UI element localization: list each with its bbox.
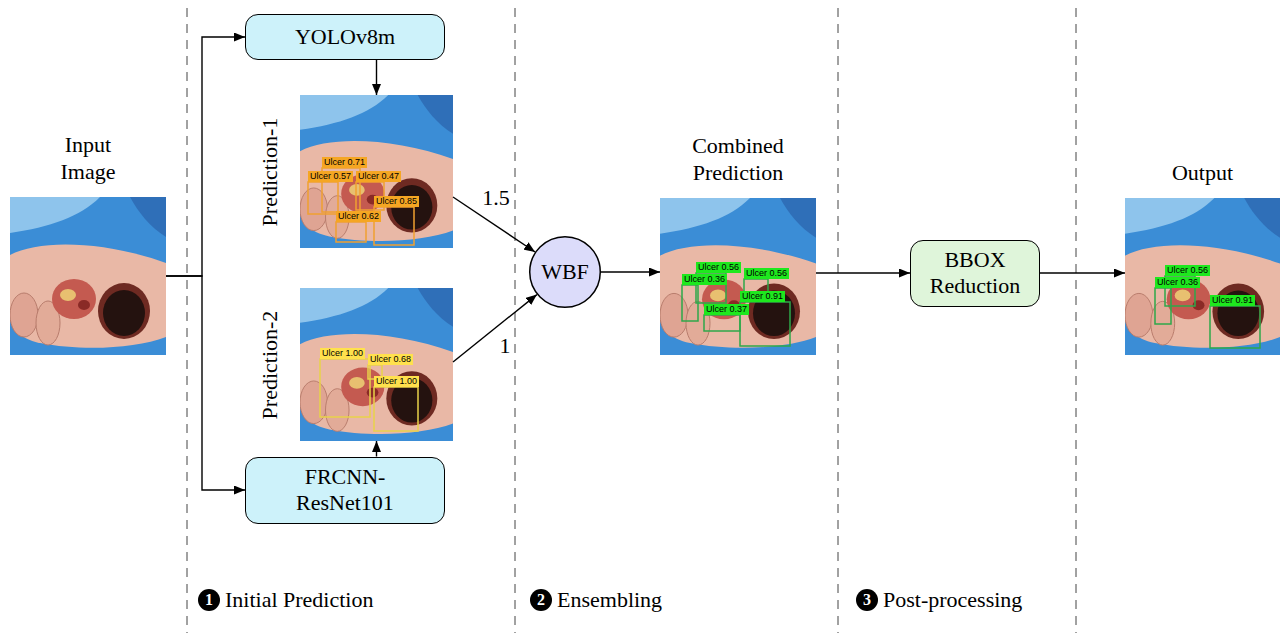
fusion-circle: WBF: [529, 236, 601, 308]
node-label: BBOX Reduction: [922, 247, 1028, 300]
divider: [1076, 8, 1077, 633]
input-image: Input Image: [10, 197, 166, 355]
divider: [187, 8, 188, 633]
section-label: Post-processing: [883, 587, 1022, 613]
image-heading: Output: [1143, 160, 1263, 186]
model-box: YOLOv8m: [245, 14, 445, 60]
node-label: WBF: [541, 259, 589, 285]
prediction-image: Prediction-1Ulcer 0.71Ulcer 0.57Ulcer 0.…: [300, 95, 453, 248]
prediction-image: Prediction-2Ulcer 1.00Ulcer 0.68Ulcer 1.…: [300, 288, 453, 441]
edge-weight: 1: [497, 334, 512, 358]
bbox: [308, 182, 338, 214]
circle-shape: [530, 237, 601, 308]
section-label: Initial Prediction: [225, 587, 373, 613]
detection-tag: Ulcer 0.36: [682, 274, 727, 285]
bbox-group: [320, 359, 418, 431]
foot-photo: [10, 197, 166, 355]
foot-photo: [300, 288, 453, 441]
divider: [838, 8, 839, 633]
node-label: YOLOv8m: [295, 24, 395, 50]
process-box: BBOX Reduction: [910, 240, 1040, 307]
bbox: [320, 359, 370, 417]
detection-tag: Ulcer 0.56: [696, 262, 741, 273]
flow-arrow: [453, 295, 537, 362]
model-box: FRCNN-ResNet101: [245, 457, 445, 524]
flow-arrow: [601, 271, 660, 272]
step-number: 3: [856, 589, 878, 611]
detection-tag: Ulcer 0.68: [368, 354, 413, 365]
bbox: [374, 387, 418, 431]
combined-image: Combined PredictionUlcer 0.56Ulcer 0.56U…: [660, 198, 816, 355]
bbox: [336, 222, 366, 242]
detection-tag: Ulcer 0.62: [336, 211, 381, 222]
bbox: [1210, 306, 1260, 348]
detection-tag: Ulcer 0.57: [308, 171, 353, 182]
bbox: [682, 285, 698, 321]
detection-tag: Ulcer 0.56: [1165, 265, 1210, 276]
detection-tag: Ulcer 0.56: [744, 268, 789, 279]
foot-photo: [300, 95, 453, 248]
detection-tag: Ulcer 0.36: [1155, 277, 1200, 288]
detection-tag: Ulcer 0.37: [704, 304, 749, 315]
image-heading: Prediction-1: [257, 117, 283, 226]
step-number: 2: [530, 589, 552, 611]
flow-arrow: [1040, 272, 1125, 273]
flow-arrow: [816, 272, 910, 273]
foot-photo: [660, 198, 816, 355]
bbox: [1155, 288, 1171, 324]
section-dividers: [187, 8, 1076, 633]
detection-tag: Ulcer 1.00: [374, 376, 419, 387]
divider: [515, 8, 516, 633]
flow-arrow: [376, 60, 377, 95]
foot-photo: [1125, 198, 1280, 355]
section-label: Ensembling: [557, 587, 662, 613]
flow-arrow: [166, 276, 245, 490]
flow-arrow: [166, 37, 245, 276]
detection-tag: Ulcer 1.00: [320, 348, 365, 359]
step-number: 1: [198, 589, 220, 611]
edge-weight: 1.5: [480, 186, 512, 210]
detection-tag: Ulcer 0.91: [1210, 295, 1255, 306]
detection-tag: Ulcer 0.85: [374, 196, 419, 207]
detection-tag: Ulcer 0.71: [322, 157, 367, 168]
image-heading: Combined Prediction: [668, 133, 808, 186]
bbox: [704, 315, 740, 331]
detection-tag: Ulcer 0.91: [740, 291, 785, 302]
image-heading: Input Image: [38, 132, 138, 185]
node-label: FRCNN-ResNet101: [257, 464, 433, 517]
detection-tag: Ulcer 0.47: [356, 171, 401, 182]
image-heading: Prediction-2: [257, 310, 283, 419]
flow-arrow: [376, 441, 377, 457]
output-image: OutputUlcer 0.56Ulcer 0.36Ulcer 0.91: [1125, 198, 1280, 355]
